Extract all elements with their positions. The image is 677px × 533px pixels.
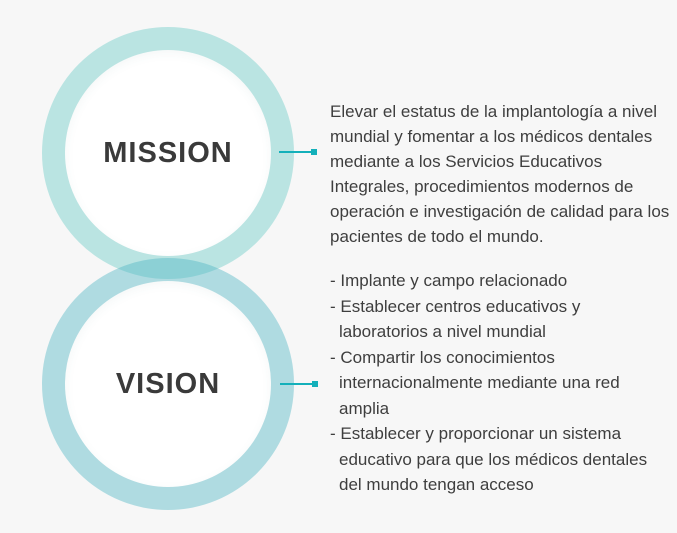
mission-circle: MISSION bbox=[42, 27, 294, 279]
mission-connector-line bbox=[279, 149, 317, 155]
vision-circle: VISION bbox=[42, 258, 294, 510]
vision-list-item: - Implante y campo relacionado bbox=[330, 271, 568, 290]
mission-description: Elevar el estatus de la implantología a … bbox=[330, 102, 670, 246]
vision-connector-dot bbox=[312, 381, 318, 387]
mission-connector-dot bbox=[311, 149, 317, 155]
vision-list-item: - Establecer centros educativos y labora… bbox=[330, 296, 581, 342]
vision-connector-line bbox=[280, 381, 318, 387]
vision-list-item: - Compartir los conocimientos internacio… bbox=[330, 347, 620, 418]
vision-list: - Implante y campo relacionado - Estable… bbox=[330, 268, 672, 498]
vision-label: VISION bbox=[115, 367, 221, 400]
mission-label: MISSION bbox=[103, 136, 233, 169]
vision-list-item: - Establecer y proporcionar un sistema e… bbox=[330, 424, 648, 494]
